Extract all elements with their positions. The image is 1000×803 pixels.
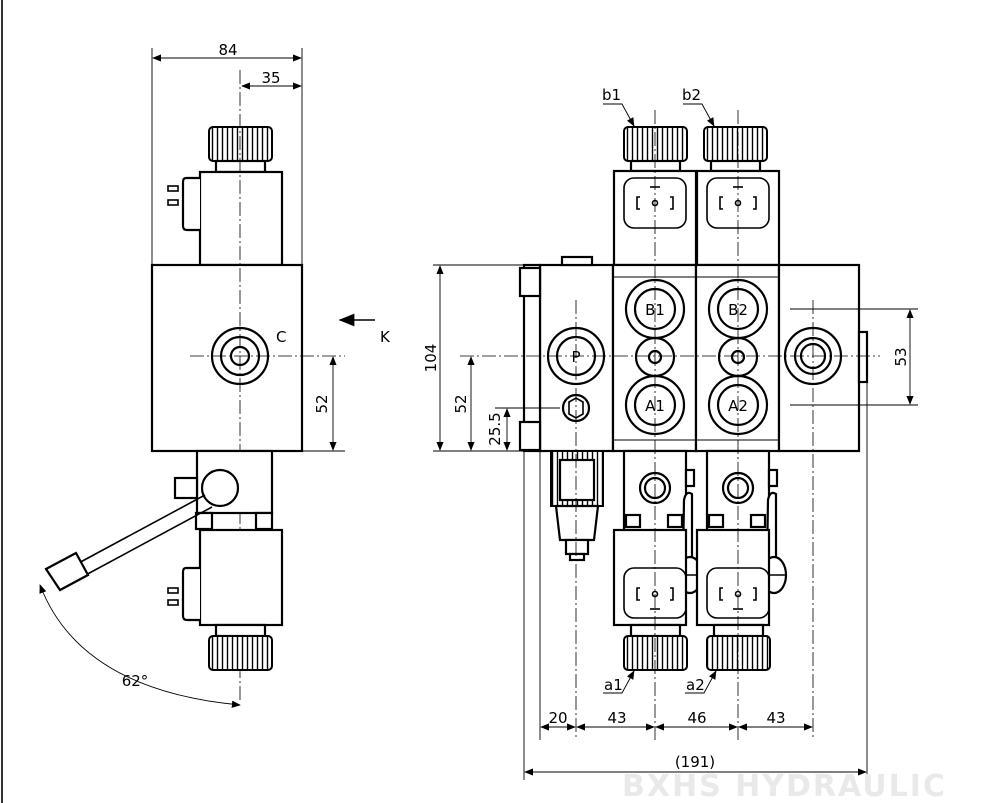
coil-nut-top bbox=[208, 126, 273, 162]
dim-46-label: 46 bbox=[687, 709, 706, 727]
coil-top bbox=[198, 170, 284, 267]
sol-a1-label: a1 bbox=[604, 676, 623, 694]
dim-52-side-label: 52 bbox=[313, 394, 331, 413]
watermark: BXHS HYDRAULIC bbox=[622, 769, 947, 803]
dim-84-label: 84 bbox=[218, 41, 237, 59]
coil-nut-b2 bbox=[703, 126, 768, 162]
dim-52-label: 52 bbox=[452, 394, 470, 413]
coil-nut-a1 bbox=[623, 635, 688, 671]
sol-b2-label: b2 bbox=[682, 86, 701, 104]
sol-a2-label: a2 bbox=[686, 676, 705, 694]
coil-nut-b1 bbox=[623, 126, 688, 162]
dim-53-label: 53 bbox=[892, 347, 910, 366]
port-p-label: P bbox=[571, 348, 580, 366]
angle-label: 62° bbox=[122, 672, 149, 690]
coil-nut-a2 bbox=[706, 635, 771, 671]
view-c-label: C bbox=[276, 328, 286, 346]
dim-104-label: 104 bbox=[422, 344, 440, 373]
coil-nut-bottom bbox=[208, 635, 273, 671]
port-a1-label: A1 bbox=[645, 397, 665, 415]
manual-lever bbox=[44, 494, 213, 592]
coil-bottom bbox=[198, 528, 284, 627]
port-a2-label: A2 bbox=[728, 397, 748, 415]
dim-25-5-label: 25.5 bbox=[486, 412, 504, 445]
port-b2-label: B2 bbox=[728, 301, 748, 319]
angle-arc bbox=[39, 584, 241, 708]
sol-b1-label: b1 bbox=[602, 86, 621, 104]
view-k-label: K bbox=[380, 328, 391, 346]
dim-191-label: (191) bbox=[675, 753, 715, 771]
front-view bbox=[433, 103, 918, 780]
connector-top bbox=[181, 176, 200, 232]
dim-20-label: 20 bbox=[548, 709, 567, 727]
dim-43a-label: 43 bbox=[607, 709, 626, 727]
side-view bbox=[39, 48, 375, 708]
dim-43b-label: 43 bbox=[766, 709, 785, 727]
port-b1-label: B1 bbox=[645, 301, 665, 319]
dim-35-label: 35 bbox=[261, 69, 280, 87]
